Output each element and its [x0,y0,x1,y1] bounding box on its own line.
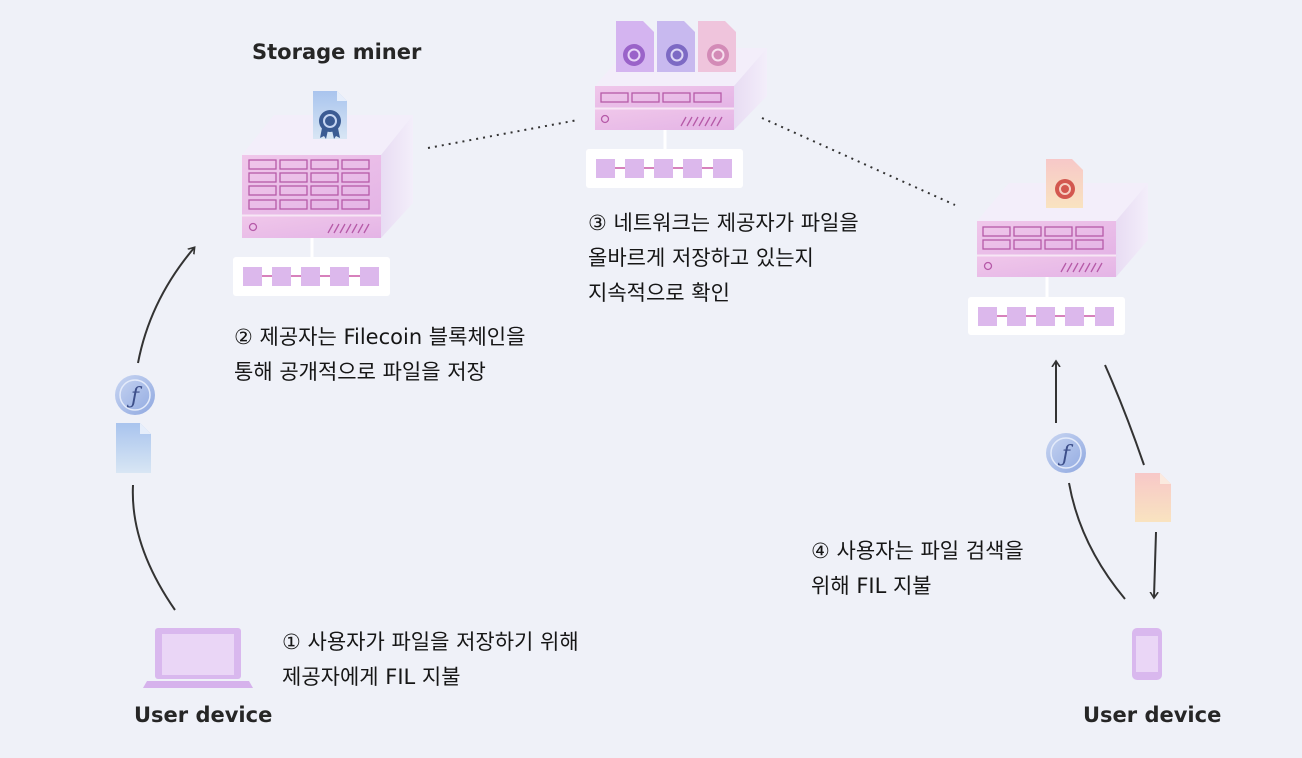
blockchain-icon [233,257,390,296]
payment-arrow-up [1068,482,1126,600]
user-device-label-left: User device [134,703,273,727]
step-3-line-1: ③ 네트워크는 제공자가 파일을 [588,211,859,235]
step-2-text: ② 제공자는 Filecoin 블록체인을 통해 공개적으로 파일을 저장 [234,320,525,390]
step-3-line-3: 지속적으로 확인 [588,281,730,305]
step-4-text: ④ 사용자는 파일 검색을 위해 FIL 지불 [811,534,1024,604]
phone-icon [1132,628,1162,680]
step-3-line-2: 올바르게 저장하고 있는지 [588,246,814,270]
step-1-line-1: ① 사용자가 파일을 저장하기 위해 [282,630,579,654]
certificate-document-icon [657,21,695,72]
step-4-line-1: ④ 사용자는 파일 검색을 [811,539,1024,563]
upload-arrow-lower [131,484,176,611]
dotted-connection-left [427,119,579,149]
step-2-line-1: ② 제공자는 Filecoin 블록체인을 [234,325,526,349]
certificate-document-icon [1046,159,1083,208]
storage-miner-server-icon [242,115,413,260]
blockchain-icon [968,297,1125,335]
certificate-document-icon [616,21,654,72]
filecoin-coin-icon: ƒ [1046,433,1086,473]
retrieval-server-icon [977,183,1148,298]
upload-arrow-upper [137,248,194,364]
certificate-document-icon [698,21,736,72]
svg-text:ƒ: ƒ [1057,442,1074,467]
retrieval-arrow-down-head [1154,531,1156,597]
step-1-line-2: 제공자에게 FIL 지불 [282,665,461,689]
blockchain-icon [586,149,743,188]
document-icon [1135,473,1171,522]
step-2-line-2: 통해 공개적으로 파일을 저장 [234,360,486,384]
document-icon [116,423,151,473]
certificate-document-icon [313,91,347,139]
storage-miner-title: Storage miner [252,40,422,64]
step-3-text: ③ 네트워크는 제공자가 파일을 올바르게 저장하고 있는지 지속적으로 확인 [588,206,859,311]
retrieval-arrow-down [1104,364,1145,466]
dotted-connection-right [761,117,956,206]
filecoin-coin-icon: ƒ [115,375,155,415]
step-1-text: ① 사용자가 파일을 저장하기 위해 제공자에게 FIL 지불 [282,625,579,695]
step-4-line-2: 위해 FIL 지불 [811,574,932,598]
user-device-label-right: User device [1083,703,1222,727]
laptop-icon [143,628,253,688]
svg-text:ƒ: ƒ [126,384,143,409]
